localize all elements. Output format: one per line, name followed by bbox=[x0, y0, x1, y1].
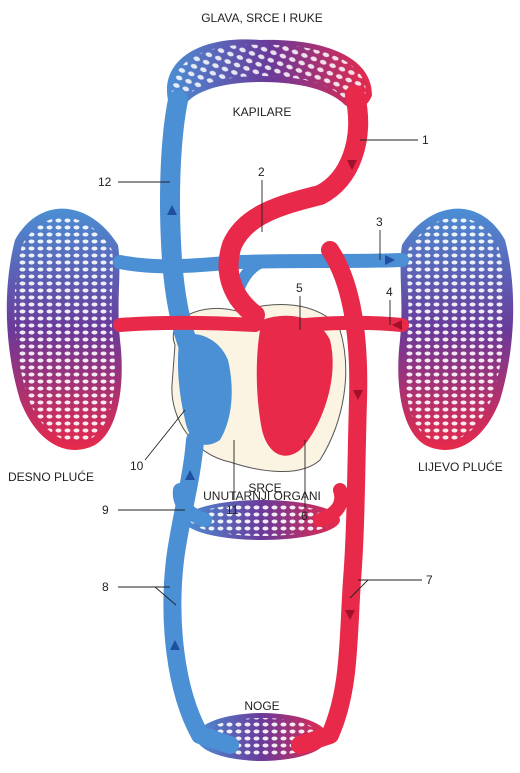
label-legs: NOGE bbox=[244, 699, 279, 713]
callout-3: 3 bbox=[376, 215, 383, 229]
label-left-lung: LIJEVO PLUĆE bbox=[418, 459, 503, 474]
label-right-lung: DESNO PLUĆE bbox=[8, 469, 94, 484]
callout-2: 2 bbox=[258, 165, 265, 179]
callout-7: 7 bbox=[426, 573, 433, 587]
callout-6: 6 bbox=[301, 509, 308, 523]
callout-5: 5 bbox=[296, 281, 303, 295]
callout-8: 8 bbox=[102, 580, 109, 594]
callout-4: 4 bbox=[386, 285, 393, 299]
label-head: GLAVA, SRCE I RUKE bbox=[201, 11, 323, 25]
label-organs: UNUTARNJI ORGANI bbox=[203, 489, 321, 503]
label-capillaries: KAPILARE bbox=[233, 105, 292, 119]
callout-12: 12 bbox=[98, 175, 112, 189]
callout-11: 11 bbox=[226, 503, 239, 517]
callout-10: 10 bbox=[130, 459, 144, 473]
upper-capillary-bed bbox=[167, 39, 372, 108]
callout-9: 9 bbox=[102, 503, 109, 517]
right-lung bbox=[7, 209, 122, 450]
callout-1: 1 bbox=[422, 133, 429, 147]
left-lung bbox=[398, 209, 513, 450]
